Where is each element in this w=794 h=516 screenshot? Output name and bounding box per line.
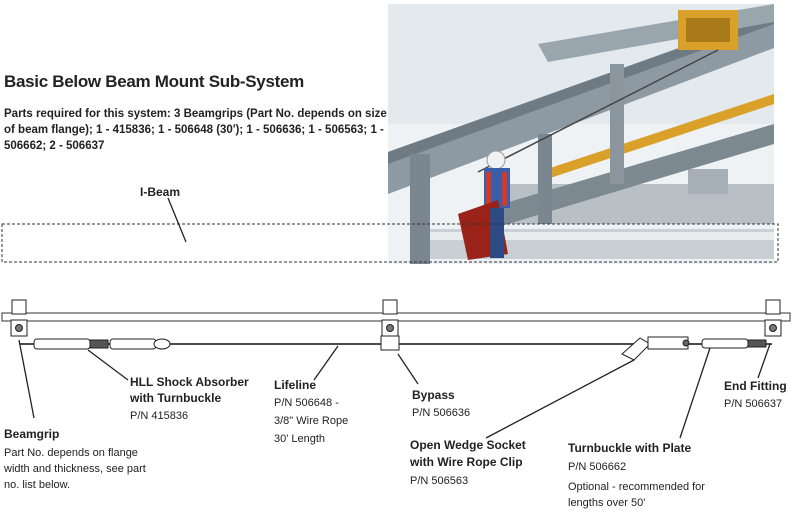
bypass-title: Bypass — [412, 388, 455, 402]
turnbuckle-title: Turnbuckle with Plate — [568, 441, 692, 455]
leader-shock — [87, 349, 129, 381]
shock-absorber-pn: P/N 415836 — [130, 410, 189, 422]
wedge-socket — [621, 336, 690, 361]
leader-lifeline — [313, 345, 339, 381]
i-beam-outline — [1, 223, 779, 263]
beamgrip-note-1: Part No. depends on flange — [4, 447, 138, 459]
parts-required-text: Parts required for this system: 3 Beamgr… — [4, 108, 387, 152]
turnbuckle-note-2: lengths over 50' — [568, 497, 646, 509]
lifeline-length: 30' Length — [274, 433, 326, 445]
shock-absorber-title-2: with Turnbuckle — [130, 391, 222, 405]
leader-endfitting — [757, 343, 771, 379]
bypass — [380, 335, 400, 351]
leader-turnbuckle — [679, 347, 711, 439]
beamgrip-note-3: no. list below. — [4, 479, 71, 491]
beamgrip-note-2: width and thickness, see part — [4, 463, 146, 475]
end-fitting-title: End Fitting — [724, 379, 787, 393]
bypass-pn: P/N 506636 — [412, 407, 471, 419]
beamgrip-left — [10, 299, 28, 337]
beamgrip-title: Beamgrip — [4, 427, 60, 441]
end-fitting-pn: P/N 506637 — [724, 398, 783, 410]
leader-wedge — [485, 359, 635, 439]
leader-bypass — [397, 353, 419, 385]
turnbuckle-plate — [701, 338, 767, 349]
beamgrip-middle — [381, 299, 399, 337]
lifeline-pn: P/N 506648 - — [274, 397, 339, 409]
worker-photo — [388, 4, 774, 264]
turnbuckle-pn: P/N 506662 — [568, 461, 627, 473]
shock-absorber — [33, 338, 171, 350]
leader-beamgrip — [18, 339, 35, 419]
wedge-socket-title-2: with Wire Rope Clip — [410, 455, 523, 469]
wedge-socket-title-1: Open Wedge Socket — [410, 438, 526, 452]
lifeline-spec: 3/8" Wire Rope — [274, 415, 349, 427]
lifeline-title: Lifeline — [274, 378, 317, 392]
shock-absorber-title-1: HLL Shock Absorber — [130, 375, 249, 389]
i-beam-label: I-Beam — [140, 185, 181, 199]
beamgrip-right — [764, 299, 782, 337]
turnbuckle-note-1: Optional - recommended for — [568, 481, 705, 493]
wedge-socket-pn: P/N 506563 — [410, 475, 469, 487]
page-title: Basic Below Beam Mount Sub-System — [4, 72, 304, 91]
